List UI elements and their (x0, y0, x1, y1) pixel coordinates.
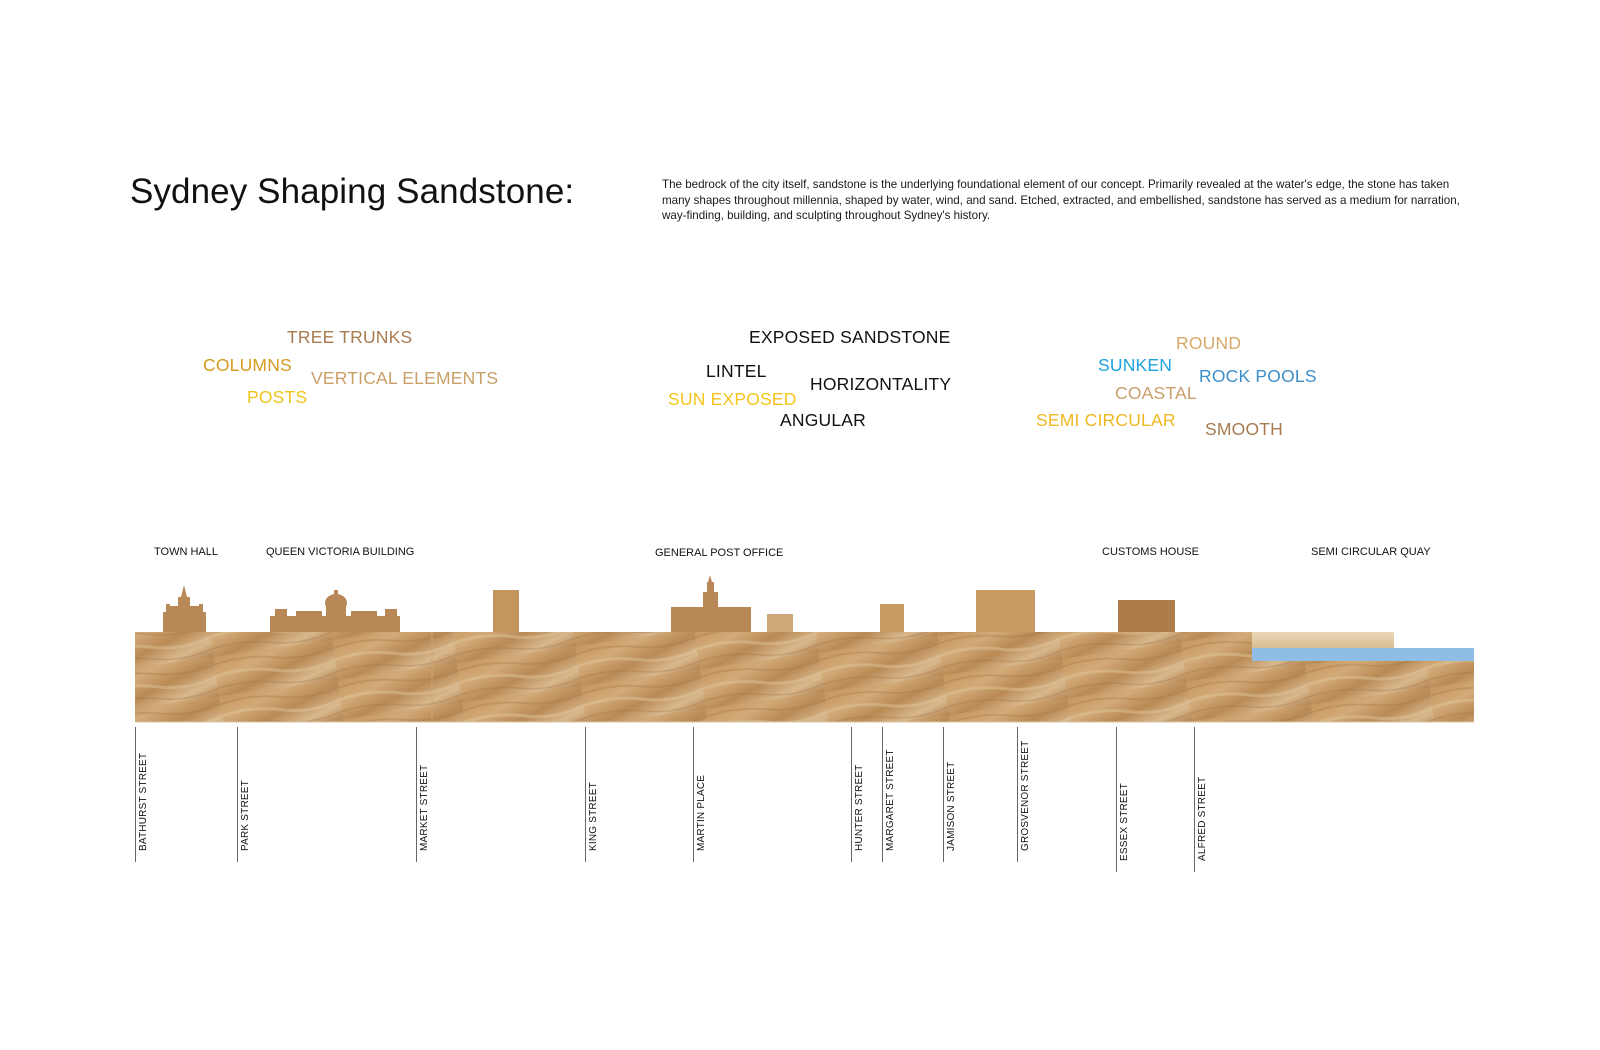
word-sun-exposed: SUN EXPOSED (668, 389, 797, 409)
street-label: PARK STREET (240, 780, 251, 851)
street-marker-grosvenor: GROSVENOR STREET (1017, 727, 1031, 862)
street-marker-bathurst: BATHURST STREET (135, 727, 149, 862)
water-strip (1252, 648, 1474, 661)
street-marker-king: KING STREET (585, 727, 599, 862)
street-label: KING STREET (588, 782, 599, 851)
street-marker-essex: ESSEX STREET (1116, 727, 1130, 872)
street-label: JAMISON STREET (946, 761, 957, 851)
street-label: GROSVENOR STREET (1020, 740, 1031, 851)
word-exposed-sandstone: EXPOSED SANDSTONE (749, 327, 951, 347)
building-block-3 (880, 604, 904, 632)
word-round: ROUND (1176, 333, 1242, 353)
landmark-customs-house: CUSTOMS HOUSE (1102, 546, 1199, 558)
street-label: HUNTER STREET (854, 764, 865, 852)
street-label: ESSEX STREET (1119, 783, 1130, 861)
street-marker-hunter: HUNTER STREET (851, 727, 865, 862)
street-marker-jamison: JAMISON STREET (943, 727, 957, 862)
intro-paragraph: The bedrock of the city itself, sandston… (662, 178, 1460, 222)
word-columns: COLUMNS (203, 355, 292, 375)
building-block-1 (493, 590, 519, 632)
qvb-silhouette (270, 590, 400, 632)
street-marker-market: MARKET STREET (416, 727, 430, 862)
street-marker-park: PARK STREET (237, 727, 251, 862)
landmark-circular-quay: SEMI CIRCULAR QUAY (1311, 546, 1431, 558)
word-sunken: SUNKEN (1098, 355, 1173, 375)
landmark-qvb: QUEEN VICTORIA BUILDING (266, 546, 415, 558)
street-label: BATHURST STREET (138, 752, 149, 851)
customs-house-block (1118, 600, 1175, 632)
word-coastal: COASTAL (1115, 383, 1197, 403)
street-marker-alfred: ALFRED STREET (1194, 727, 1208, 872)
town-hall-silhouette (163, 585, 206, 632)
word-smooth: SMOOTH (1205, 419, 1284, 439)
ground-band-west (135, 632, 432, 722)
gpo-silhouette (671, 575, 751, 632)
ground-band-central (432, 632, 1252, 722)
word-semi-circular: SEMI CIRCULAR (1036, 410, 1176, 430)
street-label: ALFRED STREET (1197, 776, 1208, 861)
building-block-4 (976, 590, 1035, 632)
building-block-2 (767, 614, 793, 632)
street-label: MARKET STREET (419, 764, 430, 851)
word-posts: POSTS (247, 387, 308, 407)
quay-stone (1252, 661, 1474, 722)
landmark-gpo: GENERAL POST OFFICE (655, 547, 784, 559)
word-rock-pools: ROCK POOLS (1199, 366, 1317, 386)
word-horizontality: HORIZONTALITY (810, 374, 952, 394)
word-tree-trunks: TREE TRUNKS (287, 327, 413, 347)
word-lintel: LINTEL (706, 361, 767, 381)
street-label: MARTIN PLACE (696, 774, 707, 851)
quay-light-top (1252, 632, 1394, 648)
landmark-town-hall: TOWN HALL (154, 546, 218, 558)
street-label: MARGARET STREET (885, 749, 896, 851)
word-vertical-elements: VERTICAL ELEMENTS (311, 368, 499, 388)
street-marker-margaret: MARGARET STREET (882, 727, 896, 862)
page-title: Sydney Shaping Sandstone: (130, 172, 575, 211)
word-angular: ANGULAR (780, 410, 867, 430)
street-marker-martin: MARTIN PLACE (693, 727, 707, 862)
